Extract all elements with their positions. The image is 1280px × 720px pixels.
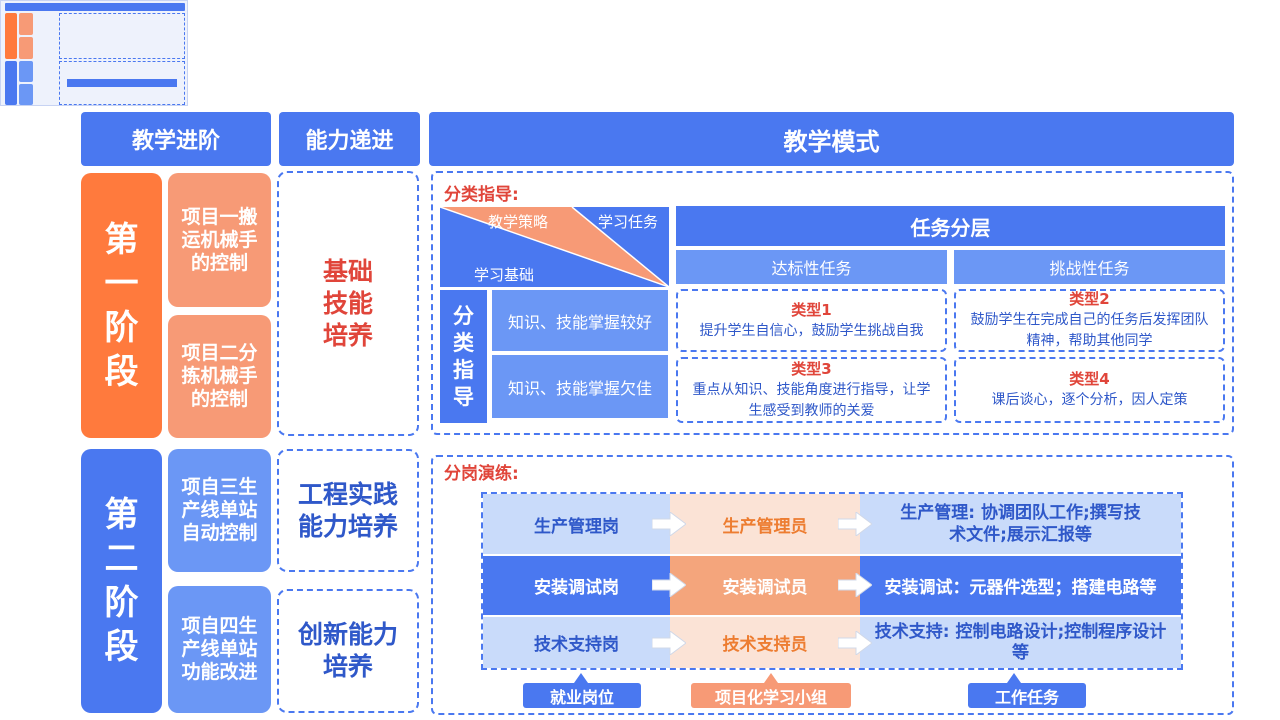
stage1-ability: 基础技能培养: [322, 256, 373, 350]
type-box-3: 类型3 重点从知识、技能角度进行指导，让学生感受到教师的关爱: [676, 357, 947, 423]
tag-arrow-2: [764, 673, 778, 683]
diag-line-2: [571, 207, 669, 287]
stage2-text: 第二阶段: [104, 495, 139, 667]
drill-row-3-post: 技术支持岗: [483, 617, 670, 668]
guidance-section: [431, 171, 1234, 435]
thumb-guidance: [59, 13, 185, 59]
thumb-stage1: [5, 13, 17, 59]
diag-strategy: 教学策略: [488, 213, 549, 231]
drill-section: [431, 455, 1234, 715]
guidance-side-label-text: 分类指导: [453, 303, 474, 409]
drill-row-1-member: 生产管理员: [670, 494, 860, 554]
stage2-project-2: 项自四生产线单站功能改进: [168, 586, 271, 713]
stage2-project-1-text: 项自三生产线单站自动控制: [181, 476, 258, 544]
type-box-1: 类型1 提升学生自信心，鼓励学生挑战自我: [676, 289, 947, 352]
stage2-ability-2: 创新能力培养: [297, 620, 398, 681]
level-good: 知识、技能掌握较好: [492, 290, 668, 351]
type-1-title: 类型1: [791, 300, 832, 319]
drill-title: 分岗演练:: [444, 464, 519, 484]
stage2-ability-box-1: 工程实践能力培养: [277, 449, 419, 572]
thumb-drill: [59, 61, 185, 105]
thumb-stage2: [5, 61, 17, 105]
arrow-row2-a: [652, 573, 686, 597]
type-4-text: 课后谈心，逐个分析，因人定策: [991, 392, 1188, 408]
tag-arrow-1: [574, 673, 588, 683]
drill-row-3-member: 技术支持员: [670, 617, 860, 668]
diag-basis: 学习基础: [474, 266, 535, 284]
stage1-project-2-text: 项目二分拣机械手的控制: [181, 342, 258, 410]
stage1-project-1: 项目一搬运机械手的控制: [168, 173, 271, 307]
arrow-row2-b: [838, 573, 872, 597]
drill-row-1-post: 生产管理岗: [483, 494, 670, 554]
stage1-ability-box: 基础技能培养: [277, 171, 419, 436]
stage2-project-1: 项自三生产线单站自动控制: [168, 449, 271, 572]
arrow-row3-a: [652, 631, 686, 655]
guidance-title: 分类指导:: [444, 185, 519, 205]
type-4-title: 类型4: [1069, 370, 1110, 388]
arrow-row1-b: [838, 512, 872, 536]
thumb-proj3: [19, 61, 33, 82]
header-stage: 教学进阶: [81, 112, 271, 166]
thumb-proj1: [19, 13, 33, 35]
diag-line-1: [440, 207, 669, 287]
type-3-text: 重点从知识、技能角度进行指导，让学生感受到教师的关爱: [692, 381, 931, 419]
stage2-label: 第二阶段: [81, 449, 162, 713]
stage2-ability-1: 工程实践能力培养: [297, 479, 398, 541]
thumb-proj4: [19, 84, 33, 105]
tag-group: 项目化学习小组: [691, 683, 851, 708]
task-col-challenge: 挑战性任务: [954, 250, 1225, 284]
type-box-4: 类型4 课后谈心，逐个分析，因人定策: [954, 357, 1225, 423]
drill-row-2-member: 安装调试员: [670, 556, 860, 615]
drill-row-1-task: 生产管理: 协调团队工作;撰写技术文件;展示汇报等: [860, 494, 1181, 554]
task-header: 任务分层: [676, 206, 1225, 246]
stage2-ability-box-2: 创新能力培养: [277, 589, 419, 713]
arrow-row3-b: [838, 631, 872, 655]
header-mode: 教学模式: [429, 112, 1234, 166]
drill-row-3-task: 技术支持: 控制电路设计;控制程序设计等: [860, 617, 1181, 668]
stage1-project-1-text: 项目一搬运机械手的控制: [181, 205, 258, 274]
tag-work: 工作任务: [968, 683, 1086, 708]
type-3-title: 类型3: [791, 359, 832, 378]
type-2-text: 鼓励学生在完成自己的任务后发挥团队精神，帮助其他同学: [970, 312, 1209, 349]
stage2-project-2-text: 项自四生产线单站功能改进: [181, 615, 258, 683]
thumb-drill-row: [67, 79, 177, 87]
arrow-row1-a: [652, 512, 686, 536]
task-col-standard: 达标性任务: [676, 250, 947, 284]
diag-task: 学习任务: [598, 213, 659, 231]
thumb-header-bar: [5, 3, 185, 11]
level-poor: 知识、技能掌握欠佳: [492, 355, 668, 418]
type-1-text: 提升学生自信心，鼓励学生挑战自我: [699, 322, 924, 339]
thumb-proj2: [19, 37, 33, 59]
guidance-side-label: 分类指导: [440, 290, 487, 423]
stage1-project-2: 项目二分拣机械手的控制: [168, 315, 271, 438]
guidance-diagonal-cell: [440, 207, 669, 287]
stage1-text: 第一阶段: [104, 219, 139, 392]
header-ability: 能力递进: [279, 112, 420, 166]
stage1-label: 第一阶段: [81, 173, 162, 438]
type-2-title: 类型2: [1069, 290, 1110, 308]
thumbnail-preview: [0, 0, 188, 106]
tag-arrow-3: [1007, 673, 1021, 683]
drill-table: [481, 492, 1183, 670]
drill-row-2-post: 安装调试岗: [483, 556, 670, 615]
type-box-2: 类型2 鼓励学生在完成自己的任务后发挥团队精神，帮助其他同学: [954, 289, 1225, 352]
tag-jobs: 就业岗位: [523, 683, 641, 708]
drill-row-2-task: 安装调试：元器件选型；搭建电路等: [860, 556, 1181, 615]
